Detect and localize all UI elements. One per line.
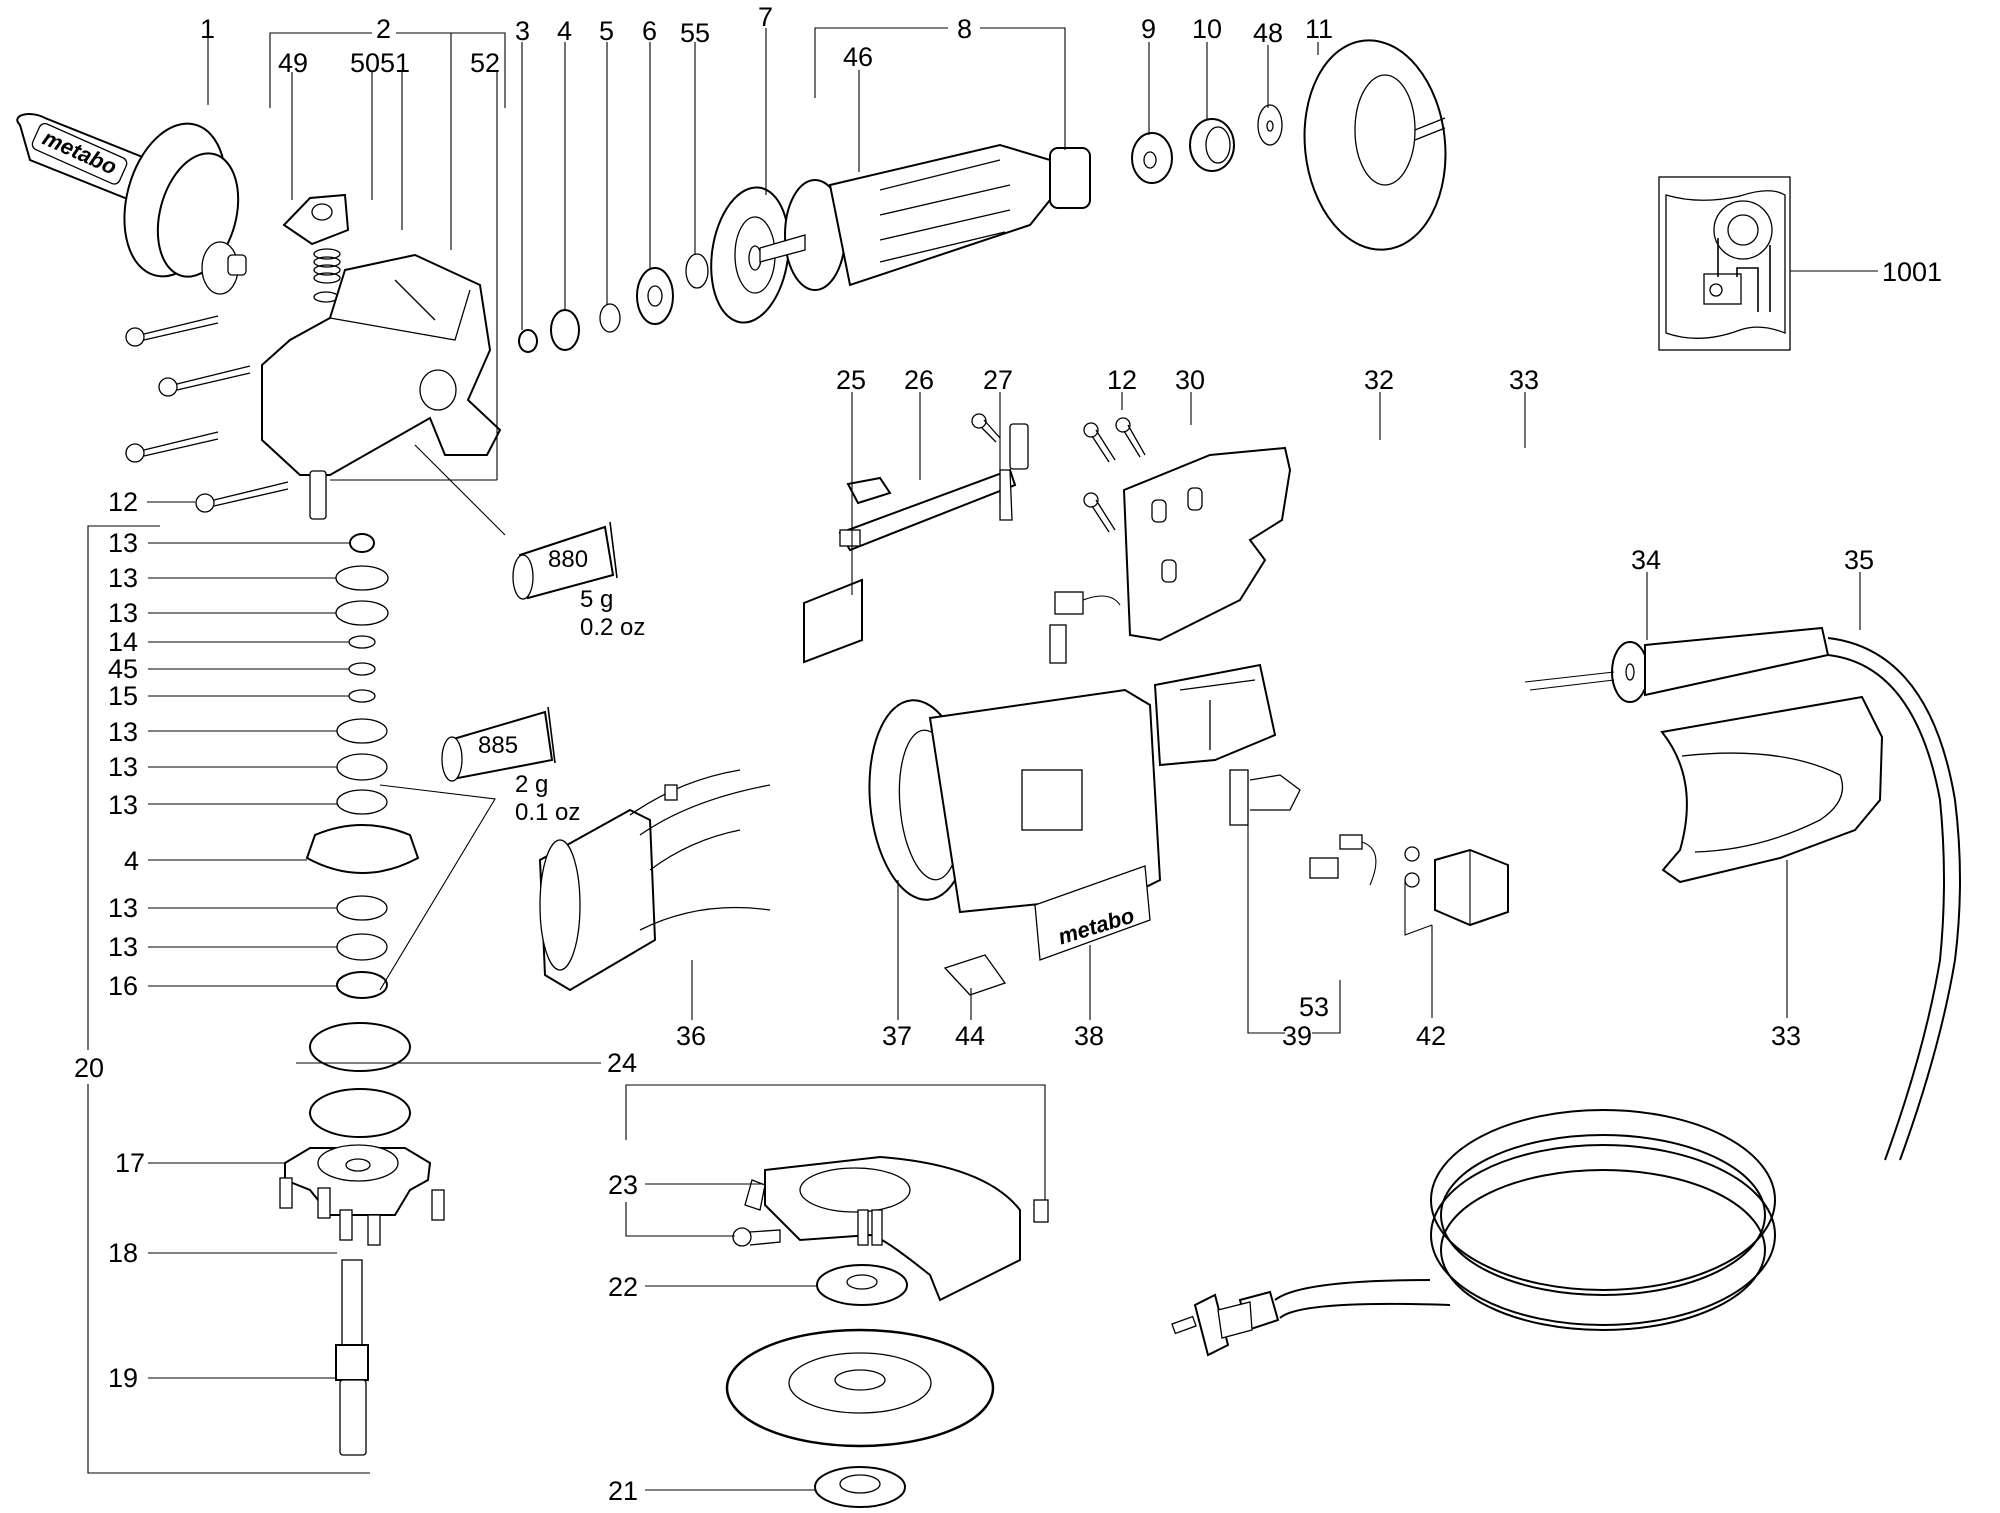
callout-16: 16 bbox=[108, 971, 138, 1001]
callout-42: 42 bbox=[1416, 1021, 1446, 1051]
label-plate bbox=[803, 578, 863, 664]
callout-13: 13 bbox=[108, 790, 138, 820]
callout-12-mid: 12 bbox=[1107, 365, 1137, 395]
callout-21: 21 bbox=[608, 1476, 638, 1506]
nameplate: metabo bbox=[1034, 865, 1151, 961]
label-sticker-small bbox=[943, 954, 1007, 996]
switch-and-brushes bbox=[1049, 591, 1377, 886]
callout-26: 26 bbox=[904, 365, 934, 395]
callout-17: 17 bbox=[115, 1148, 145, 1178]
handle-half-shell-top bbox=[1083, 417, 1292, 642]
screw-and-clip bbox=[971, 413, 1029, 470]
callout-23: 23 bbox=[608, 1170, 638, 1200]
callout-39: 39 bbox=[1282, 1021, 1312, 1051]
armature bbox=[759, 143, 1091, 291]
callout-55: 55 bbox=[680, 18, 710, 48]
callout-33-bottom: 33 bbox=[1771, 1021, 1801, 1051]
callout-9: 9 bbox=[1141, 14, 1156, 44]
switch-slider bbox=[838, 468, 1017, 552]
callout-13: 13 bbox=[108, 528, 138, 558]
power-cord bbox=[1171, 637, 1961, 1357]
motor-bearings bbox=[1131, 104, 1283, 184]
clamping-nut bbox=[814, 1466, 906, 1508]
callout-1: 1 bbox=[200, 14, 215, 44]
tube-885-weight-oz: 0.1 oz bbox=[515, 799, 580, 826]
callout-3: 3 bbox=[515, 16, 530, 46]
spindle-stack bbox=[279, 533, 445, 1456]
side-handle: metabo bbox=[16, 113, 247, 295]
callout-13: 13 bbox=[108, 598, 138, 628]
callout-32: 32 bbox=[1364, 365, 1394, 395]
callout-52: 52 bbox=[470, 48, 500, 78]
callout-34: 34 bbox=[1631, 545, 1661, 575]
callout-38: 38 bbox=[1074, 1021, 1104, 1051]
callout-13: 13 bbox=[108, 717, 138, 747]
cable-grommet bbox=[1524, 626, 1830, 703]
callout-51: 51 bbox=[380, 48, 410, 78]
callout-50: 50 bbox=[350, 48, 380, 78]
callout-24: 24 bbox=[607, 1048, 637, 1078]
callout-5: 5 bbox=[599, 16, 614, 46]
bearing-flange bbox=[710, 186, 790, 324]
callout-45: 45 bbox=[108, 654, 138, 684]
callout-2: 2 bbox=[376, 14, 391, 44]
handle-half-shell-bottom bbox=[1660, 695, 1884, 884]
callout-11: 11 bbox=[1305, 14, 1333, 44]
callout-49: 49 bbox=[278, 48, 308, 78]
callout-36: 36 bbox=[676, 1021, 706, 1051]
field-stator bbox=[538, 769, 771, 992]
callout-7: 7 bbox=[758, 2, 773, 32]
callout-14: 14 bbox=[108, 627, 138, 657]
grease-tube-880: 880 5 g 0.2 oz bbox=[512, 521, 645, 641]
tube-880-weight-g: 5 g bbox=[580, 586, 613, 613]
callout-4-top: 4 bbox=[557, 16, 572, 46]
callout-10: 10 bbox=[1192, 14, 1222, 44]
callout-1001: 1001 bbox=[1882, 257, 1942, 287]
callout-15: 15 bbox=[108, 681, 138, 711]
suppressor-capacitor bbox=[1404, 846, 1509, 927]
air-guide-ring bbox=[1303, 39, 1447, 251]
callout-13: 13 bbox=[108, 932, 138, 962]
screws-left bbox=[125, 315, 327, 520]
grinding-disc bbox=[725, 1328, 995, 1448]
callout-33-top: 33 bbox=[1509, 365, 1539, 395]
callout-20: 20 bbox=[74, 1053, 104, 1083]
callout-44: 44 bbox=[955, 1021, 985, 1051]
callout-8: 8 bbox=[957, 14, 972, 44]
support-flange bbox=[816, 1264, 908, 1306]
tube-885-weight-g: 2 g bbox=[515, 771, 548, 798]
wheel-guard bbox=[732, 1155, 1049, 1302]
grease-tube-885: 885 2 g 0.1 oz bbox=[441, 706, 580, 826]
spring-lock-parts bbox=[282, 193, 350, 303]
callout-25: 25 bbox=[836, 365, 866, 395]
callout-4-left: 4 bbox=[124, 846, 139, 876]
callout-27: 27 bbox=[983, 365, 1013, 395]
callout-19: 19 bbox=[108, 1363, 138, 1393]
callout-22: 22 bbox=[608, 1272, 638, 1302]
tube-880-code: 880 bbox=[548, 546, 588, 573]
gear-housing-cover bbox=[261, 253, 502, 476]
wiring-detail-inset bbox=[1658, 176, 1878, 351]
callout-13: 13 bbox=[108, 563, 138, 593]
top-small-parts bbox=[518, 253, 709, 353]
callout-46: 46 bbox=[843, 42, 873, 72]
callout-30: 30 bbox=[1175, 365, 1205, 395]
tube-880-weight-oz: 0.2 oz bbox=[580, 614, 645, 641]
callout-6: 6 bbox=[642, 16, 657, 46]
callout-13: 13 bbox=[108, 893, 138, 923]
tube-885-code: 885 bbox=[478, 732, 518, 759]
leader-lines bbox=[87, 27, 1861, 1491]
callout-12-left: 12 bbox=[108, 487, 138, 517]
callout-13: 13 bbox=[108, 752, 138, 782]
callout-37: 37 bbox=[882, 1021, 912, 1051]
callout-53: 53 bbox=[1299, 992, 1329, 1022]
motor-housing bbox=[868, 663, 1277, 914]
callout-labels: 1 2 49 50 51 52 3 4 5 6 55 7 8 46 9 10 4… bbox=[74, 2, 1942, 1506]
callout-35: 35 bbox=[1844, 545, 1874, 575]
callout-18: 18 bbox=[108, 1238, 138, 1268]
callout-48: 48 bbox=[1253, 18, 1283, 48]
